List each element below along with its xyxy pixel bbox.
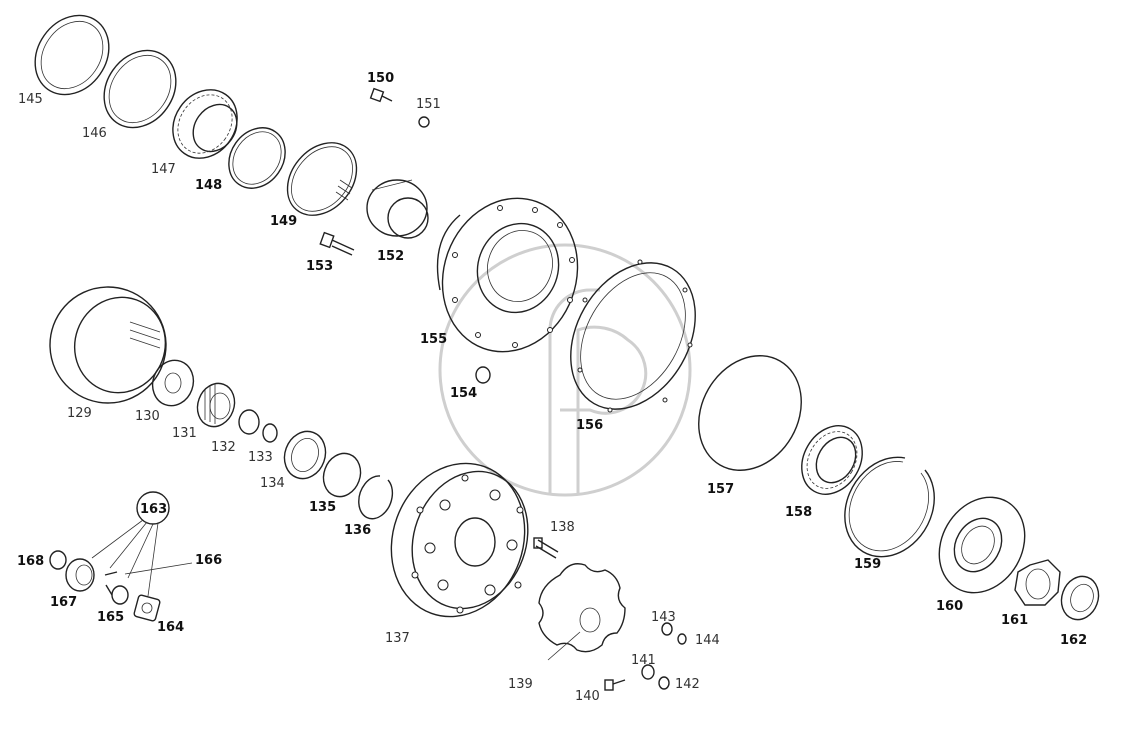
part-148-ring: [228, 127, 286, 189]
part-146-ring: [103, 49, 177, 129]
part-164-washer: [133, 594, 161, 622]
part-160-cover: [938, 496, 1026, 594]
label-154: 154: [450, 386, 477, 401]
label-145: 145: [18, 92, 43, 107]
label-161: 161: [1001, 613, 1028, 628]
part-165-sleeve: [105, 584, 129, 605]
part-152-sleeve: [366, 179, 429, 239]
part-163-kit-callout: [91, 491, 170, 597]
label-155: 155: [420, 332, 447, 347]
label-131: 131: [172, 426, 197, 441]
label-148: 148: [195, 178, 222, 193]
label-147: 147: [151, 162, 176, 177]
label-149: 149: [270, 214, 297, 229]
part-151-nut: [418, 116, 430, 128]
part-140-bolt: [604, 679, 626, 691]
part-161-washer: [1014, 559, 1061, 606]
label-166: 166: [195, 553, 222, 568]
part-132-ring: [238, 409, 260, 435]
part-134-ring: [283, 430, 327, 480]
label-143: 143: [651, 610, 676, 625]
part-138-stud: [533, 537, 559, 559]
label-163: 163: [140, 502, 167, 517]
label-140: 140: [575, 689, 600, 704]
label-150: 150: [367, 71, 394, 86]
part-labels: 145 146 147 148 149 150 151 152 153 155 …: [17, 71, 1087, 704]
part-159-snap-ring: [844, 456, 935, 558]
label-160: 160: [936, 599, 963, 614]
part-166-pin: [104, 562, 193, 576]
part-150-bolt: [369, 87, 393, 103]
label-144: 144: [695, 633, 720, 648]
part-139-sprocket: [538, 563, 626, 661]
label-139: 139: [508, 677, 533, 692]
part-155-hub-housing: [436, 197, 579, 353]
label-146: 146: [82, 126, 107, 141]
part-131-gear: [196, 382, 236, 428]
part-153-bolt: [319, 231, 355, 256]
label-157: 157: [707, 482, 734, 497]
part-162-nut: [1060, 575, 1100, 621]
part-168-ring: [49, 550, 67, 570]
label-153: 153: [306, 259, 333, 274]
label-162: 162: [1060, 633, 1087, 648]
part-136-snap-ring: [358, 475, 394, 520]
part-147-bearing: [172, 89, 238, 159]
label-152: 152: [377, 249, 404, 264]
part-135-ring: [322, 452, 362, 498]
watermark-logo: [438, 243, 692, 497]
label-134: 134: [260, 476, 285, 491]
part-144-washer: [677, 633, 687, 645]
part-167-bearing: [65, 558, 95, 592]
part-130-washer: [151, 359, 195, 407]
label-141: 141: [631, 653, 656, 668]
part-137-carrier: [390, 462, 529, 618]
label-168: 168: [17, 554, 44, 569]
part-129-drum: [49, 286, 167, 404]
label-132: 132: [211, 440, 236, 455]
part-145-seal-ring: [34, 14, 110, 96]
part-157-o-ring: [698, 355, 802, 471]
label-156: 156: [576, 418, 603, 433]
label-165: 165: [97, 610, 124, 625]
label-133: 133: [248, 450, 273, 465]
part-149-ring: [286, 142, 358, 216]
label-164: 164: [157, 620, 184, 635]
part-142-washer: [658, 676, 670, 690]
label-159: 159: [854, 557, 881, 572]
label-135: 135: [309, 500, 336, 515]
part-158-bearing: [801, 425, 863, 495]
label-137: 137: [385, 631, 410, 646]
label-151: 151: [416, 97, 441, 112]
label-136: 136: [344, 523, 371, 538]
label-130: 130: [135, 409, 160, 424]
part-143-nut: [661, 622, 673, 636]
label-158: 158: [785, 505, 812, 520]
part-154-plug: [475, 366, 491, 384]
label-138: 138: [550, 520, 575, 535]
label-167: 167: [50, 595, 77, 610]
part-133-clip: [262, 423, 278, 443]
label-129: 129: [67, 406, 92, 421]
label-142: 142: [675, 677, 700, 692]
part-156-gasket: [570, 259, 696, 413]
part-141-nut: [641, 664, 655, 680]
